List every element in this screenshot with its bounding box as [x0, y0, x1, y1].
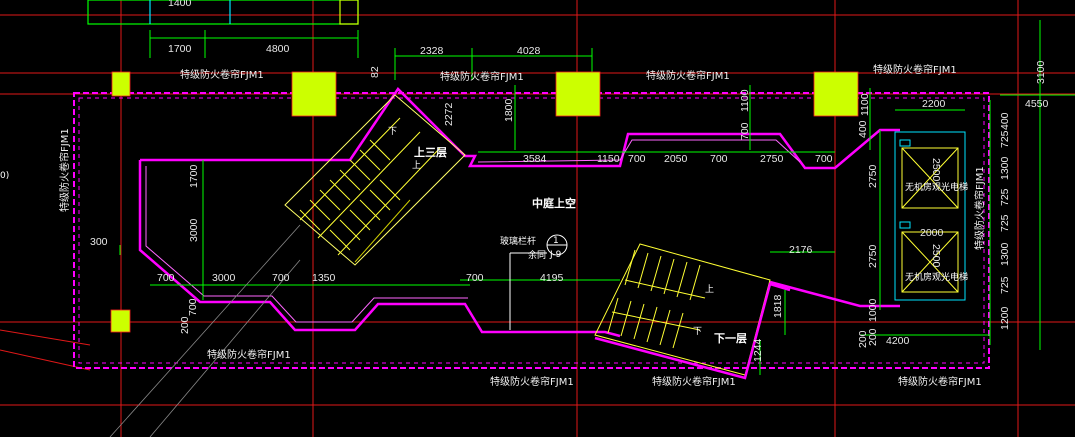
dim-top-1400: 1400 [168, 0, 192, 9]
dim-left-1350: 1350 [312, 272, 336, 284]
railing-label: 玻璃栏杆 [500, 235, 536, 247]
dim-left-1700: 1700 [188, 164, 200, 188]
dim-4200: 4200 [886, 335, 910, 347]
dim-top-4028: 4028 [517, 45, 541, 57]
railing-callout [509, 234, 568, 330]
dim-400b: 400 [999, 112, 1011, 130]
fire-shutter-label-bottom-4: 特级防火卷帘FJM1 [898, 375, 982, 388]
dim-1200: 1200 [999, 306, 1011, 330]
dim-mid-3584: 3584 [523, 153, 547, 165]
dim-left-3000b: 3000 [212, 272, 236, 284]
dim-mid-700b: 700 [710, 153, 728, 165]
railing-lines [145, 139, 801, 323]
dim-v-200a: 200 [867, 328, 879, 346]
atrium-label: 中庭上空 [532, 196, 576, 210]
dim-700a: 700 [739, 122, 751, 140]
fire-shutter-label-top-4: 特级防火卷帘FJM1 [873, 63, 957, 76]
dim-top-1700: 1700 [168, 43, 192, 55]
upper-floor-label: 上三层 [414, 145, 447, 159]
construction-lines [109, 224, 301, 437]
fire-shutter-label-bottom-2: 特级防火卷帘FJM1 [490, 375, 574, 388]
dim-4550: 4550 [1025, 98, 1049, 110]
dim-400a: 400 [857, 120, 869, 138]
dim-1818: 1818 [772, 294, 784, 318]
dimension-lines [119, 85, 991, 375]
stair-up-label-1: 上 [412, 160, 421, 171]
dim-v-2750b: 2750 [867, 244, 879, 268]
elevator-1-label: 无机房观光电梯 [905, 181, 968, 193]
fire-shutter-label-bottom-1: 特级防火卷帘FJM1 [207, 348, 291, 361]
left-edge-label: 0) [0, 171, 9, 181]
dim-725c: 725 [999, 214, 1011, 232]
dim-left-700v: 700 [187, 298, 199, 316]
dim-left-700b: 700 [272, 272, 290, 284]
dim-v-2750a: 2750 [867, 164, 879, 188]
columns [110, 71, 859, 333]
dim-v-2500b: 2500 [930, 244, 942, 268]
dim-left-4195: 4195 [540, 272, 564, 284]
dim-v-2500a: 2500 [930, 158, 942, 182]
fire-shutter-label-bottom-3: 特级防火卷帘FJM1 [652, 375, 736, 388]
atrium-outline [138, 87, 900, 338]
elevator-shafts [894, 131, 966, 301]
lower-floor-label: 下一层 [714, 332, 747, 345]
lower-stair [594, 243, 771, 376]
dim-left-700c: 700 [466, 272, 484, 284]
dim-2200: 2200 [922, 98, 946, 110]
fire-shutter-boundary [73, 92, 990, 369]
detail-number: 1 [553, 236, 559, 246]
dim-1100a: 1100 [739, 89, 751, 112]
dim-left-3000: 3000 [188, 218, 200, 242]
stair-up-label-2: 上 [705, 284, 714, 295]
railing-sub-label: 余同 [528, 249, 546, 261]
dim-1800: 1800 [503, 98, 515, 122]
dim-725a: 725 [999, 130, 1011, 148]
dim-left-200v: 200 [179, 316, 191, 334]
dim-1100b: 1100 [859, 93, 871, 116]
dim-1300a: 1300 [999, 156, 1011, 180]
dim-1244: 1244 [752, 338, 764, 362]
dim-mid-700a: 700 [628, 153, 646, 165]
dim-3100: 3100 [1035, 60, 1047, 84]
dim-2176: 2176 [789, 244, 813, 256]
upper-stair [284, 94, 466, 266]
dim-mid-2050: 2050 [664, 153, 688, 165]
dim-top-4800: 4800 [266, 43, 290, 55]
dim-1300b: 1300 [999, 242, 1011, 266]
stair-down-label-1: 下 [388, 127, 397, 137]
dim-top-2328: 2328 [420, 45, 444, 57]
dim-200b: 200 [857, 330, 869, 348]
fire-shutter-label-top-2: 特级防火卷帘FJM1 [440, 70, 524, 83]
dim-725b: 725 [999, 188, 1011, 206]
dim-left-700a: 700 [157, 272, 175, 284]
stair-down-label-2: 下 [693, 327, 702, 337]
elevator-2-label: 无机房观光电梯 [905, 271, 968, 283]
dim-left-300: 300 [90, 236, 108, 248]
upper-structure [87, 0, 359, 25]
detail-reference: J-9 [549, 250, 562, 260]
dim-725d: 725 [999, 276, 1011, 294]
dim-2272: 2272 [443, 102, 455, 126]
dim-v-2000: 2000 [920, 227, 944, 239]
dim-82: 82 [369, 66, 381, 78]
fire-shutter-label-left: 特级防火卷帘FJM1 [58, 128, 71, 212]
dim-v-1000: 1000 [867, 298, 879, 322]
dim-mid-700c: 700 [815, 153, 833, 165]
lower-stair-edge [594, 282, 791, 380]
dim-mid-2750: 2750 [760, 153, 784, 165]
fire-shutter-label-top-3: 特级防火卷帘FJM1 [646, 69, 730, 82]
fire-shutter-label-right: 特级防火卷帘FJM1 [973, 166, 986, 250]
fire-shutter-label-top-1: 特级防火卷帘FJM1 [180, 68, 264, 81]
dim-mid-1150: 1150 [597, 153, 620, 165]
